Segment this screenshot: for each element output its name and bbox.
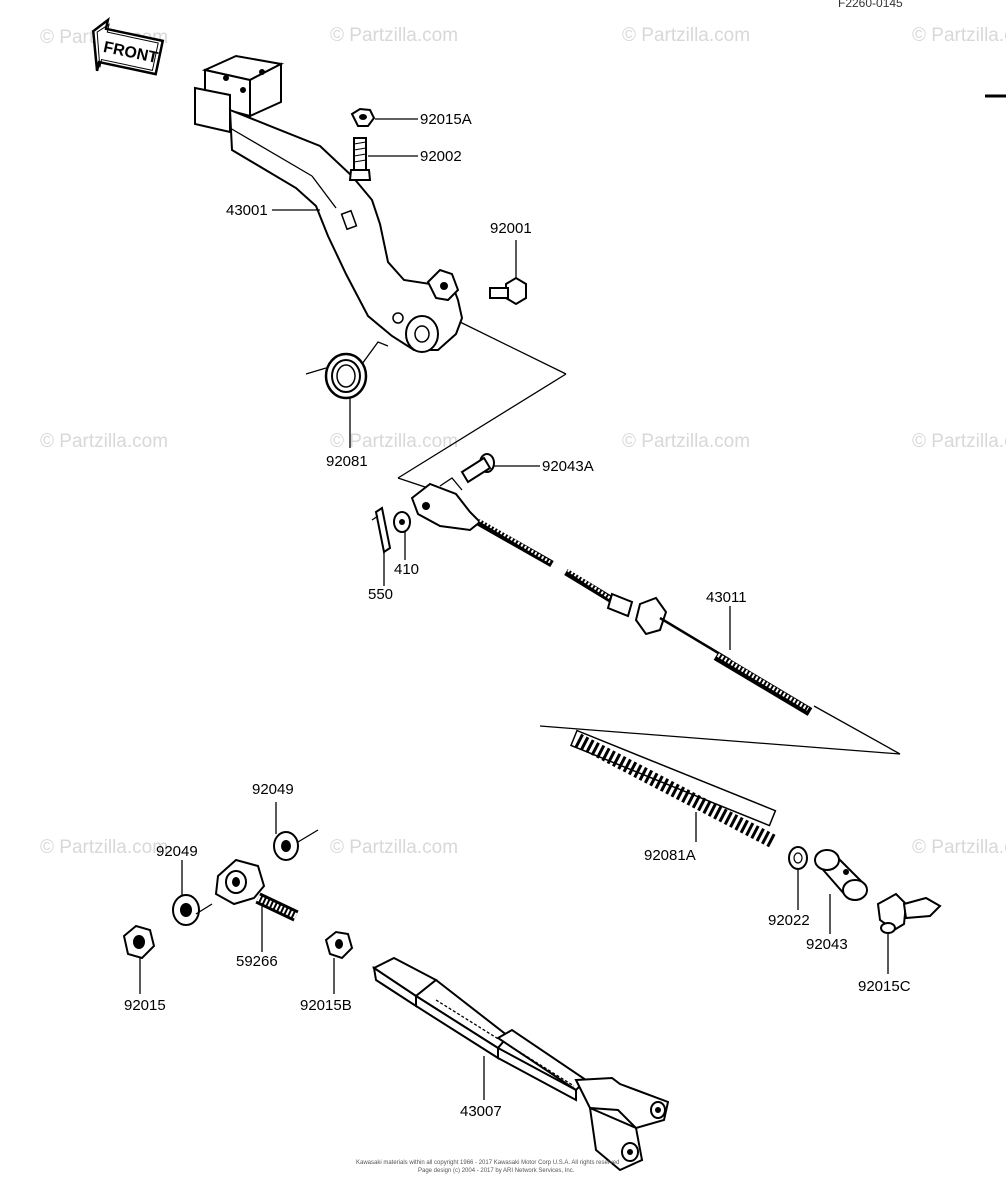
- washer-92022: [788, 846, 808, 870]
- watermark: © Partzilla.com: [912, 431, 1006, 452]
- bolt-92001: [489, 276, 527, 306]
- part-label-92015[interactable]: 92015: [124, 997, 166, 1014]
- spring-coils: [574, 733, 778, 849]
- copyright-line: Kawasaki materials within all copyright …: [356, 1160, 620, 1166]
- part-label-92049-lower[interactable]: 92049: [156, 843, 198, 860]
- part-label-43011[interactable]: 43011: [706, 589, 747, 606]
- connector-lines: [397, 321, 567, 489]
- part-label-92001[interactable]: 92001: [490, 220, 532, 237]
- part-label-92081[interactable]: 92081: [326, 453, 368, 470]
- part-label-92081A[interactable]: 92081A: [644, 847, 696, 864]
- spring-92081: [305, 341, 389, 400]
- part-label-92043A[interactable]: 92043A: [542, 458, 594, 475]
- front-arrow-icon: FRONT: [91, 16, 165, 76]
- watermark: © Partzilla.com: [40, 837, 169, 858]
- pin-92043A: [460, 453, 495, 484]
- cotter-pin-550: [371, 506, 392, 554]
- watermark: © Partzilla.com: [40, 431, 169, 452]
- watermark: © Partzilla.com: [330, 837, 459, 858]
- brake-pedal-43001: [194, 54, 464, 353]
- nut-92015B: [324, 930, 354, 960]
- watermark: © Partzilla.com: [622, 25, 751, 46]
- nut-92015A: [350, 107, 376, 127]
- brake-rod-43007: [372, 956, 670, 1172]
- part-label-92043[interactable]: 92043: [806, 936, 848, 953]
- watermark: © Partzilla.com: [330, 25, 459, 46]
- page-design-line: Page design (c) 2004 - 2017 by ARI Netwo…: [418, 1168, 575, 1174]
- nut-92015: [122, 924, 156, 960]
- bolt-92002: [348, 137, 372, 181]
- washer-92049-upper: [273, 831, 299, 861]
- watermark: © Partzilla.com: [912, 25, 1006, 46]
- part-label-59266[interactable]: 59266: [236, 953, 278, 970]
- washer-410: [393, 511, 411, 533]
- part-label-92002[interactable]: 92002: [420, 148, 462, 165]
- part-label-92015C[interactable]: 92015C: [858, 978, 911, 995]
- washer-92049-lower: [172, 894, 213, 926]
- spring-92081A: [570, 729, 777, 827]
- part-label-43001[interactable]: 43001: [226, 202, 268, 219]
- figure-code: F2260-0145: [838, 0, 903, 10]
- watermark: © Partzilla.com: [912, 837, 1006, 858]
- rod-end-59266: [214, 858, 299, 922]
- watermark: © Partzilla.com: [330, 431, 459, 452]
- part-label-92022[interactable]: 92022: [768, 912, 810, 929]
- watermark: © Partzilla.com: [622, 431, 751, 452]
- part-label-43007[interactable]: 43007: [460, 1103, 502, 1120]
- part-label-550[interactable]: 550: [368, 586, 394, 603]
- part-label-92015A[interactable]: 92015A: [420, 111, 472, 128]
- wing-nut-92015C: [876, 892, 942, 934]
- sleeve-92043: [814, 849, 868, 901]
- part-label-410[interactable]: 410: [394, 561, 420, 578]
- brake-cable-43011: [476, 518, 813, 716]
- part-label-92015B[interactable]: 92015B: [300, 997, 352, 1014]
- part-label-92049-upper[interactable]: 92049: [252, 781, 294, 798]
